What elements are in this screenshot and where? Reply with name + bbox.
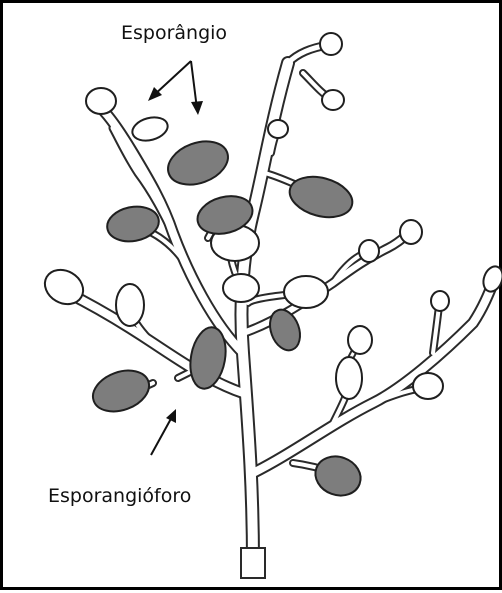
sporangium-empty [431, 291, 449, 311]
sporangium-empty [400, 220, 422, 244]
sporangiophore-drawing: Esporângio Esporangióforo [3, 3, 502, 593]
sporangium-empty [268, 120, 288, 138]
sporangium-full [87, 363, 154, 419]
sporangium-arrows [148, 61, 203, 115]
arrow-to-sporangiophore [151, 415, 173, 455]
sporangium-full [104, 203, 161, 246]
sporangium-empty [322, 90, 344, 110]
sporangiophore-label: Esporangióforo [48, 485, 191, 507]
stalk-base [241, 548, 265, 578]
sporangium-empty [480, 264, 502, 295]
sporangia [39, 33, 502, 502]
sporangium-full [265, 305, 306, 354]
sporangium-label: Esporângio [121, 22, 227, 44]
sporangium-empty [320, 33, 342, 55]
sporangium-empty [284, 276, 328, 308]
sporangium-empty [348, 326, 372, 354]
sporangium-empty [359, 240, 379, 262]
sporangium-empty [336, 357, 362, 399]
sporangium-empty [116, 284, 144, 326]
sporangium-full [310, 450, 366, 501]
sporangium-full [285, 170, 357, 223]
sporangium-empty [86, 88, 116, 114]
sporangiophore-arrow [151, 409, 176, 455]
arrow-to-sporangium [153, 61, 191, 96]
sporangium-empty [130, 114, 170, 145]
sporangium-empty [413, 373, 443, 399]
arrowhead [166, 409, 176, 423]
arrowhead [191, 101, 203, 115]
sporangium-empty [223, 274, 259, 302]
sporangium-full [162, 134, 234, 193]
